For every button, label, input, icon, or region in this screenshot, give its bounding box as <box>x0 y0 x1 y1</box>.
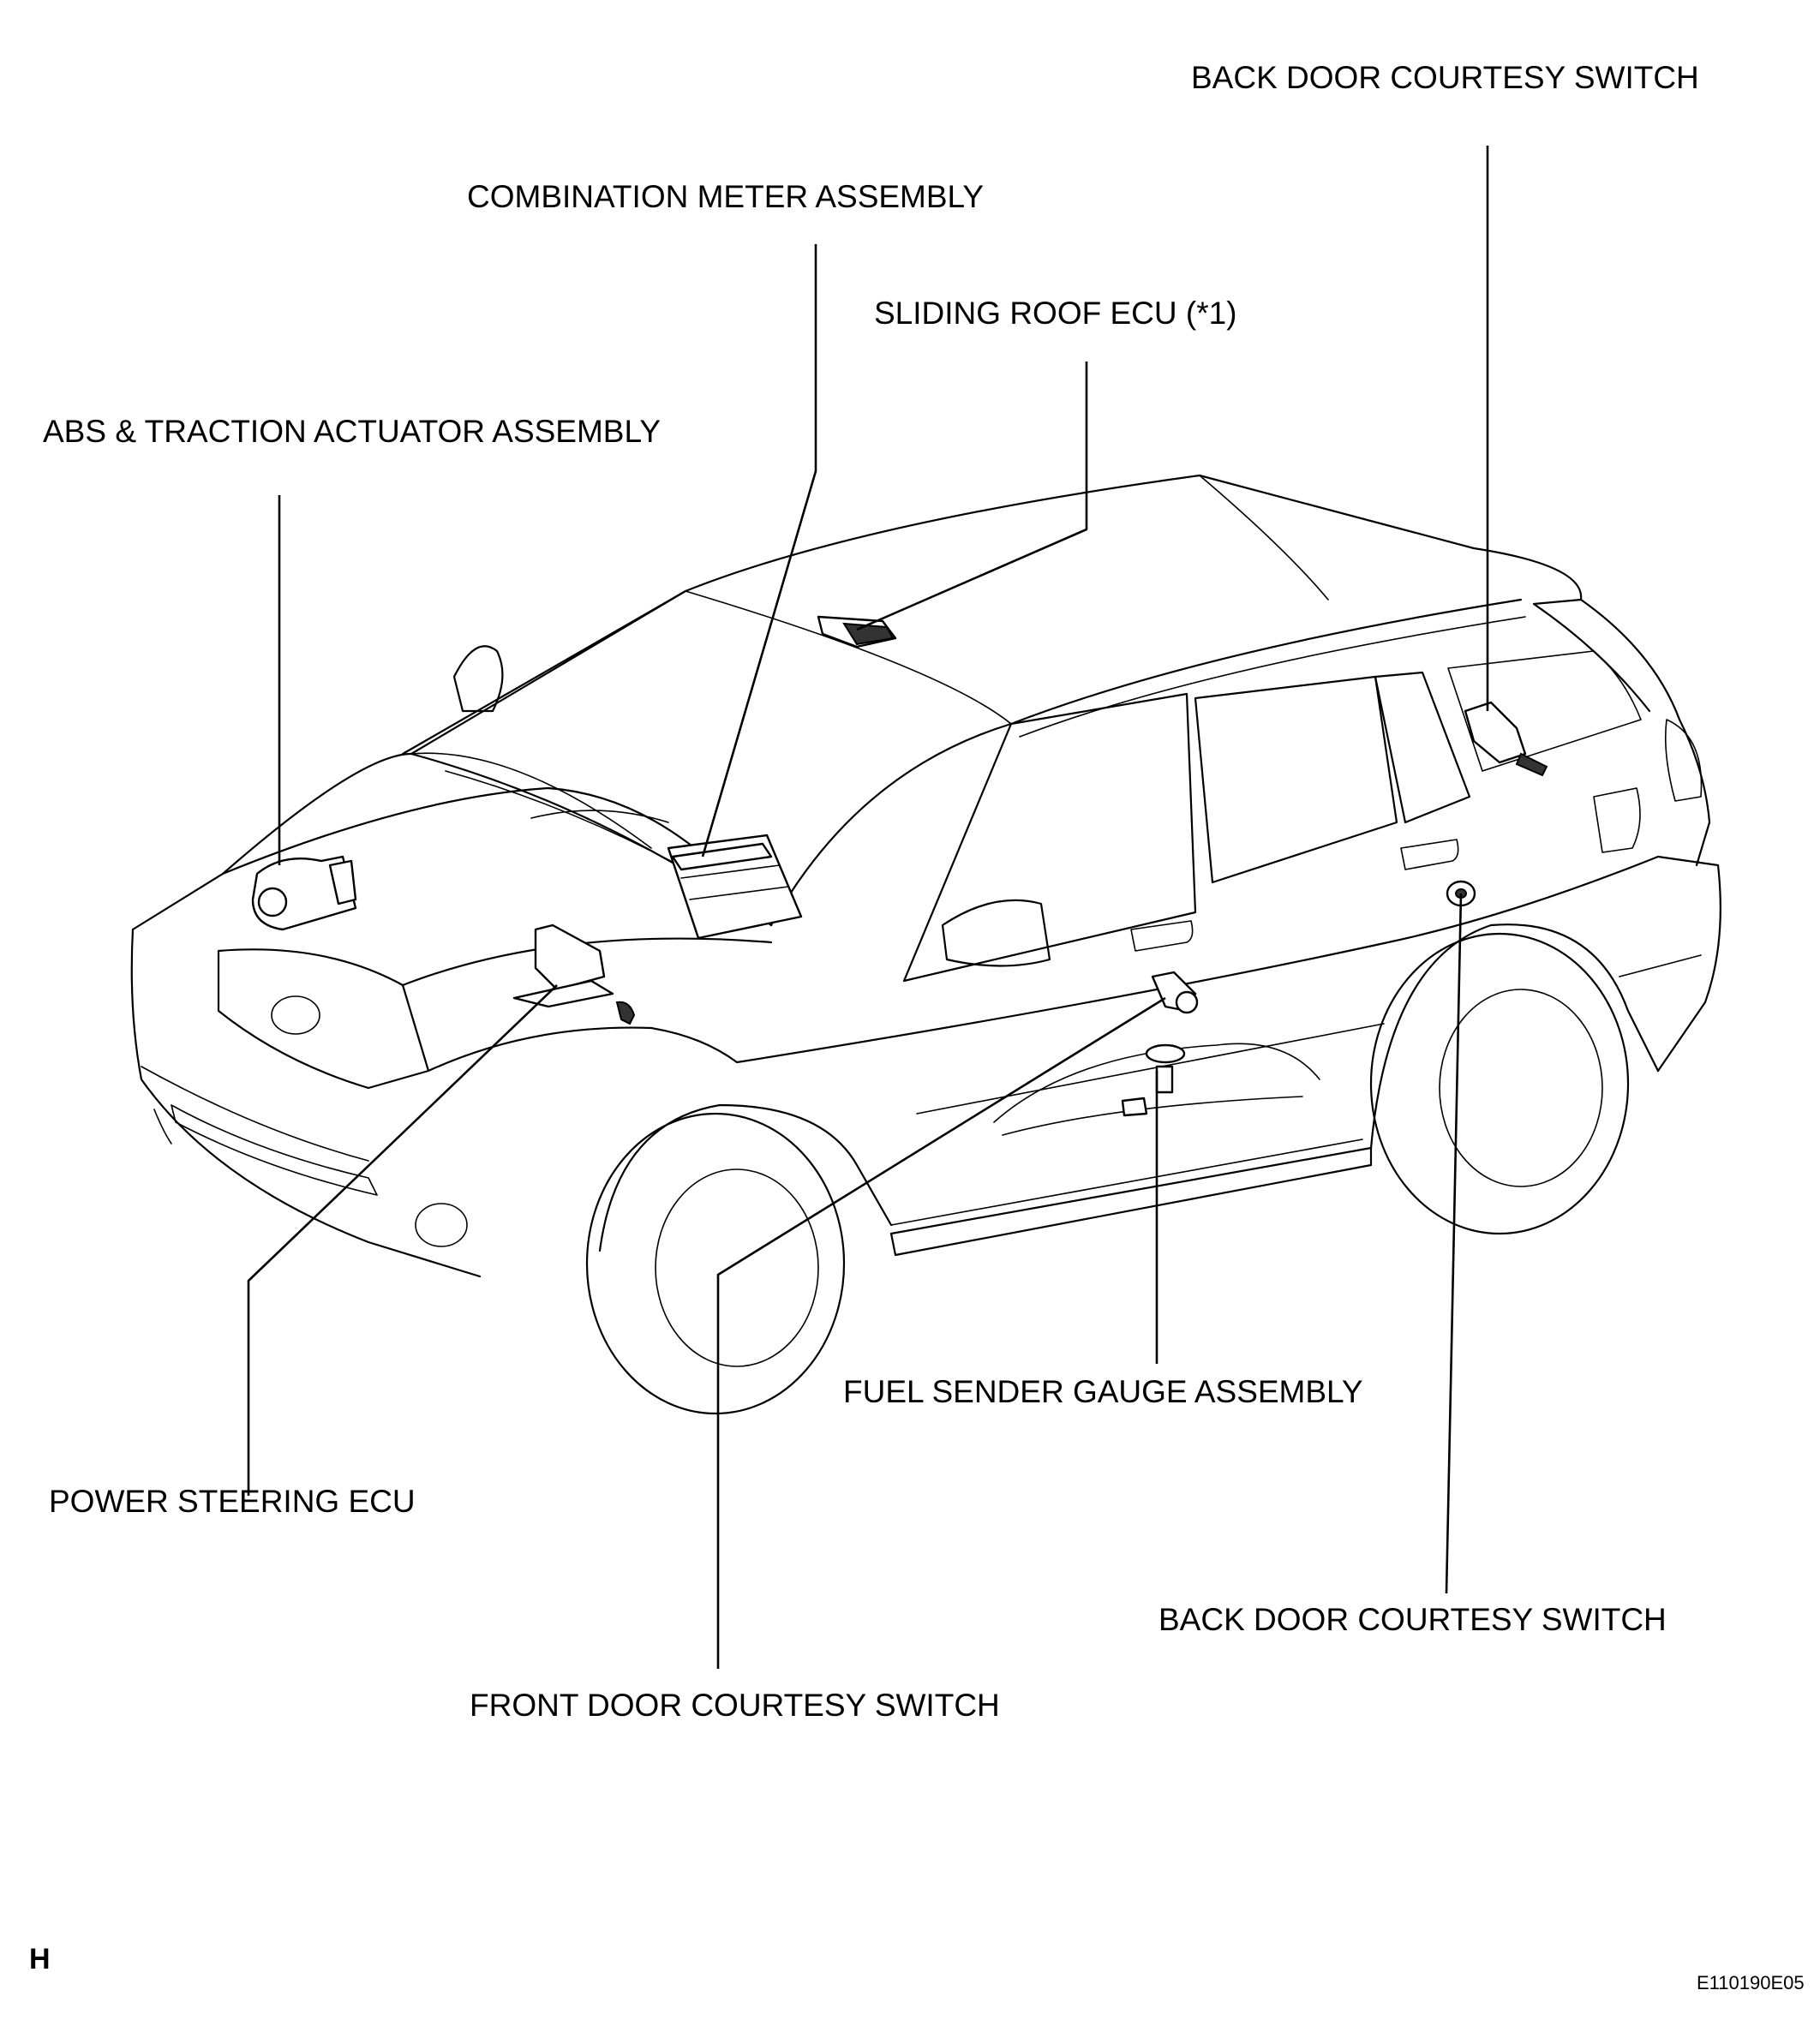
leader-sliding-roof-ecu <box>856 362 1088 631</box>
corner-mark: H <box>29 1943 51 1975</box>
fuel-sender-gauge-component <box>1121 1043 1186 1117</box>
leader-power-steering-ecu <box>247 984 558 1496</box>
abs-traction-actuator-component <box>251 855 357 931</box>
figure-code: E110190E05 <box>1697 1972 1805 1993</box>
label-back-door-courtesy-switch-bottom: BACK DOOR COURTESY SWITCH <box>1158 1602 1667 1637</box>
back-door-courtesy-switch-top-component <box>1464 701 1548 777</box>
label-combination-meter: COMBINATION METER ASSEMBLY <box>467 179 984 214</box>
label-back-door-courtesy-switch-top: BACK DOOR COURTESY SWITCH <box>1191 60 1699 95</box>
sliding-roof-ecu-component <box>817 615 897 648</box>
front-door-courtesy-switch-component <box>1151 971 1199 1014</box>
vehicle-illustration <box>130 474 1721 1415</box>
leader-back-door-courtesy-switch-bottom <box>1445 893 1463 1594</box>
label-sliding-roof-ecu: SLIDING ROOF ECU (*1) <box>874 296 1237 331</box>
label-front-door-courtesy-switch: FRONT DOOR COURTESY SWITCH <box>470 1688 1000 1723</box>
label-abs-traction-actuator: ABS & TRACTION ACTUATOR ASSEMBLY <box>43 414 661 449</box>
label-power-steering-ecu: POWER STEERING ECU <box>49 1484 416 1519</box>
leader-front-door-courtesy-switch <box>716 996 1166 1669</box>
leader-combination-meter <box>701 244 817 858</box>
label-fuel-sender-gauge: FUEL SENDER GAUGE ASSEMBLY <box>843 1374 1363 1409</box>
power-steering-ecu-component <box>512 923 636 1025</box>
combination-meter-component <box>667 834 803 940</box>
